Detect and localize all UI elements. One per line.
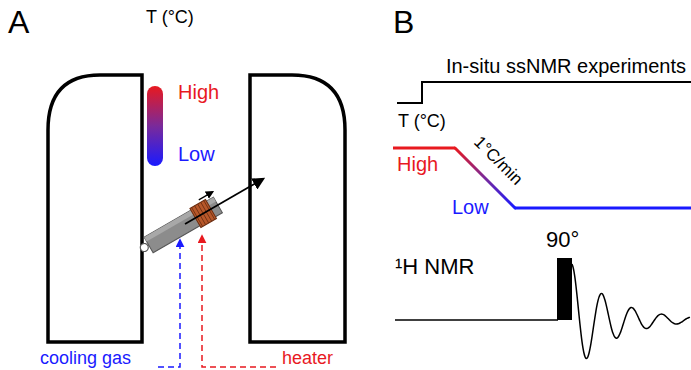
nmr-baseline	[395, 319, 558, 321]
rate-label: 1°C/min	[471, 133, 526, 188]
timeline-label: In-situ ssNMR experiments	[446, 56, 686, 76]
rotor-shine	[144, 197, 216, 241]
rotor-body	[144, 197, 222, 253]
level-label: Low	[452, 197, 489, 217]
axis-label: T (°C)	[398, 112, 446, 130]
panel-letter: A	[8, 6, 29, 38]
rotor-cap	[139, 242, 150, 253]
flow-label: heater	[282, 349, 333, 367]
scale-label: High	[178, 82, 219, 102]
magnet-right	[250, 75, 345, 342]
spin-arrow	[199, 192, 213, 200]
experiment-step	[397, 82, 691, 103]
temp-low-line	[515, 207, 691, 210]
temperature-bar	[147, 86, 163, 166]
scale-label: Low	[178, 144, 215, 164]
fid-signal	[572, 264, 690, 358]
rf-pulse	[557, 258, 572, 320]
experiment-label: ¹H NMR	[395, 256, 474, 278]
flow-label: cooling gas	[40, 349, 131, 367]
temp-high-line	[393, 147, 455, 150]
spin-axis-arrow	[185, 179, 263, 224]
rotor-cap-stem	[147, 245, 149, 247]
heater-flow	[202, 236, 276, 367]
axis-label: T (°C)	[146, 8, 194, 26]
rotor	[134, 167, 269, 259]
cooling-gas-flow	[158, 240, 180, 367]
level-label: High	[397, 154, 438, 174]
panel-letter: B	[393, 6, 414, 38]
magnet-left	[48, 75, 142, 342]
pulse-angle: 90°	[546, 229, 579, 251]
